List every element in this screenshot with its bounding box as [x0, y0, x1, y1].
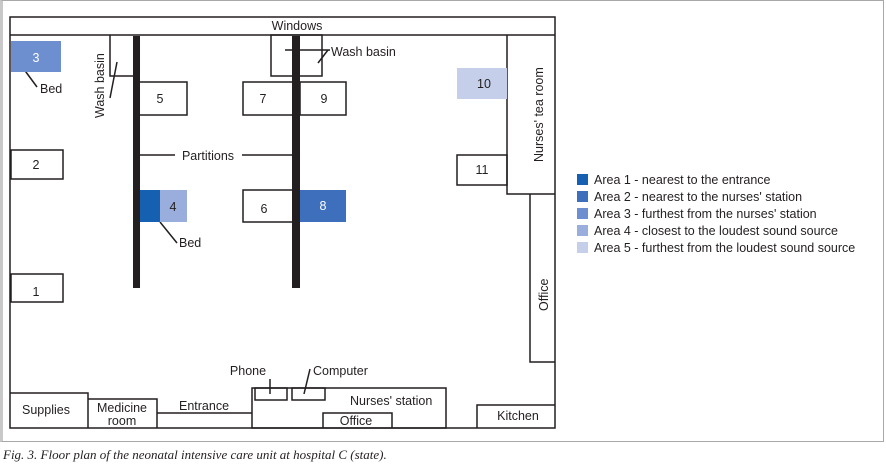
bed-2: [10, 149, 64, 180]
bed-1: [10, 273, 64, 303]
legend-label: Area 1 - nearest to the entrance: [594, 172, 771, 187]
bed-8-area-2: [300, 190, 346, 222]
kitchen-label: Kitchen: [497, 409, 539, 423]
partition-right: [292, 36, 300, 288]
bed-number-8: 8: [320, 199, 327, 213]
legend-item-area-3: Area 3 - furthest from the nurses' stati…: [577, 205, 855, 222]
partitions-label: Partitions: [182, 149, 234, 163]
office-right: [529, 194, 555, 363]
bed-number-5: 5: [157, 92, 164, 106]
wash-basin-left-leader: [109, 61, 118, 99]
nurses-station-box: [251, 387, 447, 429]
bed-10-area-5: [457, 68, 507, 99]
phone-label: Phone: [230, 364, 266, 378]
entrance-label: Entrance: [179, 399, 229, 413]
bed-number-7: 7: [260, 92, 267, 106]
partition-left: [133, 36, 140, 288]
legend-item-area-1: Area 1 - nearest to the entrance: [577, 171, 855, 188]
bed-number-9: 9: [321, 92, 328, 106]
medicine-room: [88, 398, 158, 428]
legend-label: Area 2 - nearest to the nurses' station: [594, 189, 803, 204]
bed-number-11: 11: [476, 163, 489, 177]
legend-label: Area 5 - furthest from the loudest sound…: [594, 240, 856, 255]
supplies-room: [10, 392, 89, 428]
legend-label: Area 4 - closest to the loudest sound so…: [594, 223, 838, 238]
medicine-room-label-1: Medicine: [97, 401, 147, 415]
phone-box: [254, 387, 288, 401]
legend-swatch: [577, 191, 588, 202]
computer-box: [291, 387, 326, 401]
legend-item-area-5: Area 5 - furthest from the loudest sound…: [577, 239, 855, 256]
legend-item-area-4: Area 4 - closest to the loudest sound so…: [577, 222, 855, 239]
legend: Area 1 - nearest to the entrance Area 2 …: [577, 171, 855, 256]
computer-leader: [303, 368, 311, 395]
legend-item-area-2: Area 2 - nearest to the nurses' station: [577, 188, 855, 205]
bed-center-label: Bed: [179, 236, 201, 250]
kitchen-room: [476, 404, 555, 428]
legend-label: Area 3 - furthest from the nurses' stati…: [594, 206, 817, 221]
legend-swatch: [577, 242, 588, 253]
legend-swatch: [577, 208, 588, 219]
office-bottom-label: Office: [340, 414, 372, 428]
bed-6: [242, 189, 294, 223]
legend-swatch: [577, 174, 588, 185]
computer-label: Computer: [313, 364, 368, 378]
bed-11: [456, 154, 508, 186]
bed-number-4: 4: [170, 200, 177, 214]
office-right-label: Office: [537, 279, 551, 311]
bed-number-6: 6: [261, 202, 268, 216]
bed-number-2: 2: [33, 158, 40, 172]
bed-number-10: 10: [477, 77, 491, 91]
nurses-tea-room-label: Nurses' tea room: [532, 67, 546, 162]
wash-basin-left-box: [109, 35, 133, 77]
office-bottom-box: [322, 412, 393, 428]
bed-3-area-3: [11, 41, 61, 72]
legend-swatch: [577, 225, 588, 236]
windows-label: Windows: [272, 19, 323, 33]
nurses-tea-room: [506, 35, 555, 195]
wash-basin-center-leader: [317, 49, 329, 64]
nurses-station-label: Nurses' station: [350, 394, 432, 408]
medicine-room-label-2: room: [108, 414, 136, 428]
bed-number-3: 3: [33, 51, 40, 65]
figure-caption: Fig. 3. Floor plan of the neonatal inten…: [3, 447, 387, 462]
bed-4-area-4: [160, 190, 187, 222]
wash-basin-center-label: Wash basin: [331, 45, 396, 59]
figure-frame: [0, 0, 884, 442]
supplies-label: Supplies: [22, 403, 70, 417]
bed-left-label: Bed: [40, 82, 62, 96]
bed-7: [242, 81, 294, 116]
bed-4-area-1: [139, 190, 160, 222]
bed-center-leader: [159, 221, 178, 244]
bed-number-1: 1: [33, 285, 40, 299]
wash-basin-left-label: Wash basin: [93, 53, 107, 118]
